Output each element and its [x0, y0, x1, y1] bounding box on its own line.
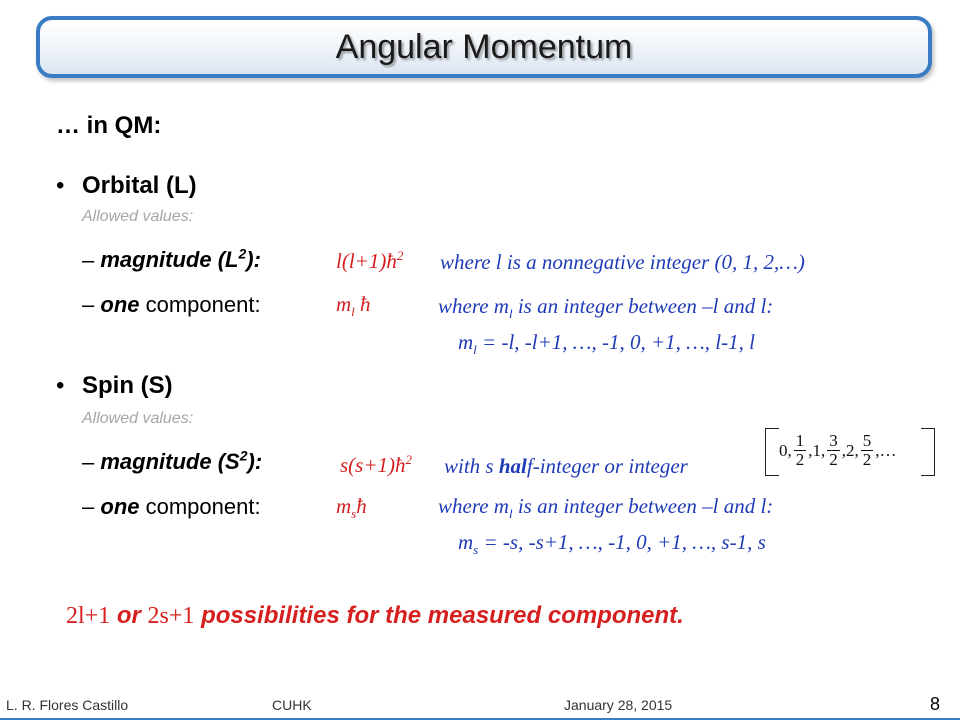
- spin-magnitude-line: – magnitude (S2):: [82, 448, 263, 475]
- orbital-component-line: – one component:: [82, 292, 261, 317]
- slide-title: Angular Momentum: [335, 28, 633, 66]
- orbital-component-desc: where ml is an integer between –l and l:: [438, 294, 774, 322]
- bullet-orbital: •: [56, 172, 64, 200]
- bullet-marker: •: [56, 372, 65, 399]
- conclusion-line: 2l+1 or 2s+1 possibilities for the measu…: [66, 602, 684, 629]
- orbital-allowed-caption: Allowed values:: [82, 208, 194, 225]
- bullet-marker: •: [56, 172, 65, 199]
- orbital-component-formula: ml ħ: [336, 292, 371, 320]
- spin-values: ms = -s, -s+1, …, -1, 0, +1, …, s-1, s: [458, 530, 766, 558]
- right-bracket: [921, 428, 935, 476]
- left-bracket: [765, 428, 779, 476]
- orbital-magnitude-line: – magnitude (L2):: [82, 246, 261, 273]
- bullet-spin: •: [56, 372, 64, 400]
- spin-component-formula: msħ: [336, 494, 367, 522]
- spin-magnitude-desc: with s half-integer or integer: [444, 454, 688, 478]
- orbital-label: Orbital (L): [82, 172, 197, 199]
- section-heading: … in QM:: [56, 112, 162, 139]
- spin-magnitude-formula: s(s+1)ħ2: [340, 452, 413, 477]
- title-banner: Angular Momentum: [36, 16, 932, 78]
- spin-component-line: – one component:: [82, 494, 261, 519]
- orbital-magnitude-desc: where l is a nonnegative integer (0, 1, …: [440, 250, 805, 274]
- spin-component-desc: where ml is an integer between –l and l:: [438, 494, 774, 522]
- footer-institution: CUHK: [272, 697, 312, 713]
- footer-date: January 28, 2015: [564, 697, 673, 713]
- orbital-values: ml = -l, -l+1, …, -1, 0, +1, …, l-1, l: [458, 330, 755, 358]
- spin-label: Spin (S): [82, 372, 173, 399]
- spin-allowed-caption: Allowed values:: [82, 410, 194, 427]
- orbital-magnitude-formula: l(l+1)ħ2: [336, 248, 404, 273]
- page-number: 8: [930, 694, 941, 714]
- footer-author: L. R. Flores Castillo: [6, 697, 129, 713]
- footer-divider: [0, 718, 960, 720]
